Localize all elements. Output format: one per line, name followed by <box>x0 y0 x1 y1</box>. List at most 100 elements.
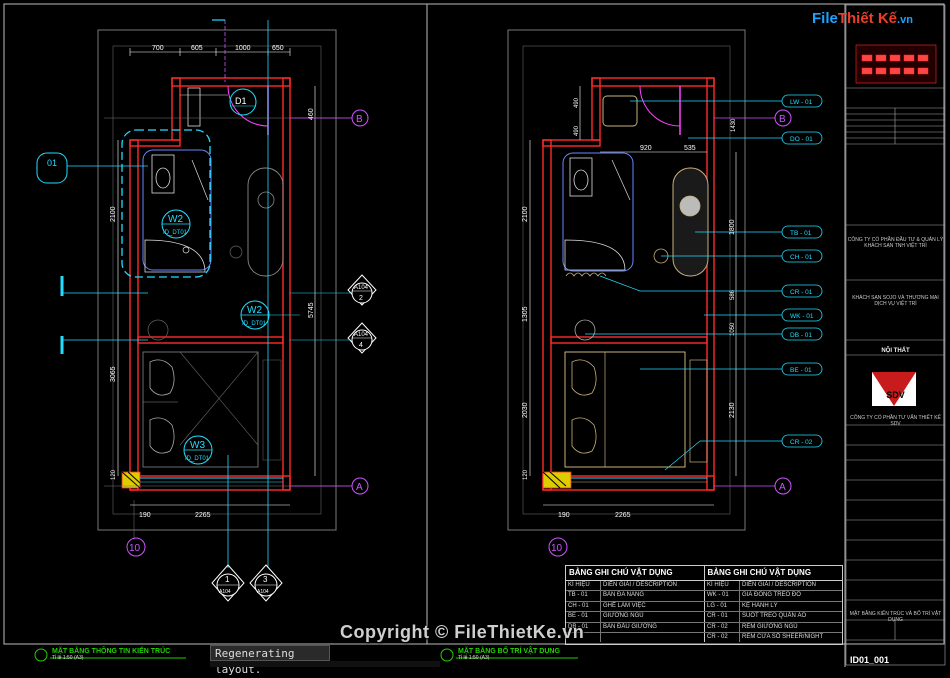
area-tag[interactable] <box>36 152 68 184</box>
furniture-tag-label: CR - 01 <box>790 289 813 296</box>
furniture-tag-label: LW - 01 <box>790 99 813 106</box>
furniture-tag[interactable] <box>781 327 823 341</box>
door-tag-label: D1 <box>235 96 247 106</box>
section-number: 2 <box>359 295 363 302</box>
grid-bubble-10 <box>548 537 568 557</box>
dim-label: 190 <box>558 512 570 519</box>
section-ref: A104 <box>354 332 369 338</box>
dim-label: 120 <box>111 469 117 480</box>
furniture-tag[interactable] <box>781 362 823 376</box>
grid-bubble-a <box>351 477 369 495</box>
dim-label: 2100 <box>110 206 117 222</box>
furniture-tag[interactable] <box>781 94 823 108</box>
dim-label: 2265 <box>615 512 631 519</box>
legend-header-left: BẢNG GHI CHÚ VẬT DỤNG <box>566 566 705 580</box>
section-marker-1[interactable]: 1 A104 <box>211 564 245 602</box>
section-number: 4 <box>359 342 363 349</box>
sheet-border <box>3 3 945 645</box>
dim-label: 1305 <box>522 306 529 322</box>
dim-label: 490 <box>574 97 580 108</box>
dim-label: 120 <box>523 469 529 480</box>
drawing-title: MẶT BẰNG KIẾN TRÚC VÀ BỐ TRÍ VẬT DỤNG <box>849 611 942 623</box>
wall-tag-label: W2 <box>168 214 183 225</box>
command-line-status: Regenerating layout. <box>210 645 330 676</box>
left-plan-title: MẶT BẰNG THÔNG TIN KIẾN TRÚC Tỉ lệ 1:50 … <box>52 648 171 661</box>
wall-tag-sub: ID_DT01 <box>242 321 267 327</box>
furniture-tag[interactable] <box>781 284 823 298</box>
grid-label: A <box>356 482 363 493</box>
section-marker-3[interactable]: 3 A104 <box>249 564 283 602</box>
dim-label: 190 <box>139 512 151 519</box>
wall-tag-sub: ID_DT01 <box>163 230 188 236</box>
watermark-logo: FileThiết Kế.vn <box>812 10 913 27</box>
furniture-tag[interactable] <box>781 434 823 448</box>
wall-tag-label: W2 <box>247 305 262 316</box>
grid-label: A <box>779 482 786 493</box>
right-floor-plan[interactable]: 920 535 490 490 1430 2100 1305 2030 120 … <box>440 29 823 662</box>
dim-label: 2130 <box>729 402 736 418</box>
furniture-tag-label: DB - 01 <box>790 332 812 339</box>
furniture-tag[interactable] <box>781 249 823 263</box>
section-ref: A104 <box>219 589 231 595</box>
furniture-tag[interactable] <box>781 225 823 239</box>
section-ref: A104 <box>257 589 269 595</box>
dim-label: 3065 <box>110 366 117 382</box>
legend-header-right: BẢNG GHI CHÚ VẬT DỤNG <box>707 568 812 577</box>
door-tag[interactable] <box>229 88 257 116</box>
dim-label: 2030 <box>522 402 529 418</box>
section-number: 3 <box>263 575 268 584</box>
dim-label: 650 <box>272 45 284 52</box>
right-plan-title: MẶT BẰNG BỐ TRÍ VẬT DỤNG Tỉ lệ 1:50 (A3) <box>458 648 560 661</box>
section-marker-4[interactable]: A104 4 <box>347 322 377 354</box>
grid-label: 10 <box>129 543 141 554</box>
command-line-input[interactable] <box>210 661 440 667</box>
section-number: 1 <box>225 575 230 584</box>
dim-label: 1800 <box>729 219 736 235</box>
firm-abbrev: SDV <box>886 390 905 400</box>
furniture-tag-label: TB - 01 <box>790 230 812 237</box>
dim-label: 5745 <box>308 302 315 318</box>
sheet-number: ID01_001 <box>850 655 890 665</box>
grid-label: 10 <box>551 543 563 554</box>
furniture-tag-label: DO - 01 <box>790 136 813 143</box>
furniture-tag-label: CH - 01 <box>790 254 813 261</box>
grid-label: B <box>779 114 786 125</box>
furniture-tag[interactable] <box>781 131 823 145</box>
furniture-tag-label: CR - 02 <box>790 439 813 446</box>
project-name: KHÁCH SẠN SOJO VÀ THƯƠNG MẠI DỊCH VỤ VIỆ… <box>852 295 939 307</box>
dim-label: 920 <box>640 145 652 152</box>
grid-label: B <box>356 114 363 125</box>
left-floor-plan[interactable]: 700 605 1000 650 2100 3065 120 460 5745 … <box>34 19 377 662</box>
dim-label: 490 <box>574 125 580 136</box>
grid-bubble-a <box>774 477 792 495</box>
copyright-watermark: Copyright © FileThietKe.vn <box>340 622 585 642</box>
client-name: CÔNG TY CỔ PHẦN ĐẦU TƯ & QUẢN LÝ KHÁCH S… <box>847 237 944 249</box>
key-plan-thumbnail <box>855 44 937 84</box>
dim-label: 1050 <box>730 322 736 336</box>
section-ref: A104 <box>354 285 369 291</box>
dim-label: 2100 <box>522 206 529 222</box>
dim-label: 535 <box>684 145 696 152</box>
dim-label: 1000 <box>235 45 251 52</box>
dim-label: 1430 <box>731 118 737 132</box>
furniture-tag-label: WK - 01 <box>790 313 814 320</box>
firm-logo <box>872 372 916 406</box>
firm-name: CÔNG TY CỔ PHẦN TƯ VẤN THIẾT KẾ SDV <box>850 415 941 427</box>
wall-tag-sub: ID_DT01 <box>185 456 210 462</box>
dim-label: 2265 <box>195 512 211 519</box>
dim-label: 460 <box>308 108 315 120</box>
section-marker-2[interactable]: A104 2 <box>347 274 377 306</box>
grid-bubble-b <box>774 109 792 127</box>
furniture-tag[interactable] <box>781 308 823 322</box>
grid-bubble-b <box>351 109 369 127</box>
area-tag-label: 01 <box>47 158 57 168</box>
furniture-tag-label: BE - 01 <box>790 367 812 374</box>
dim-label: 605 <box>191 45 203 52</box>
title-block-frame <box>845 4 946 666</box>
